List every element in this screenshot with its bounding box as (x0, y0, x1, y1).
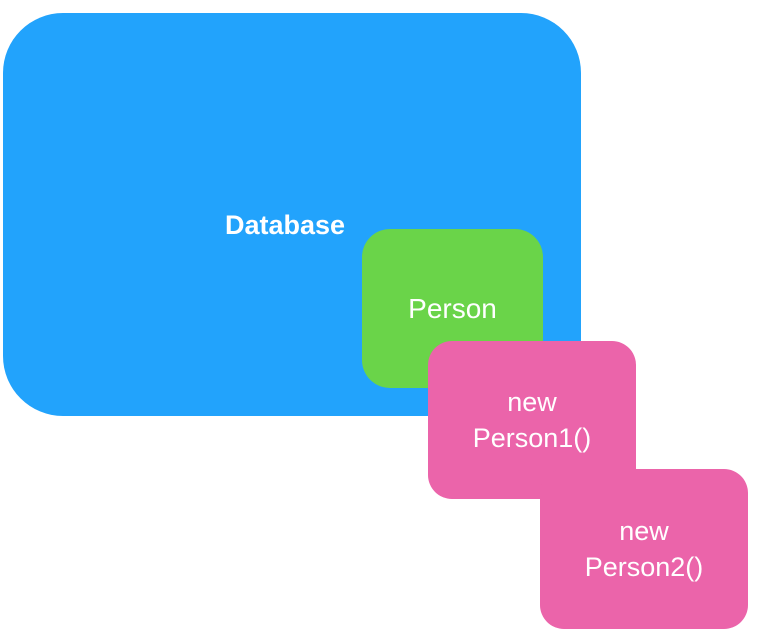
person-label: Person (408, 292, 497, 324)
person2-instance-box: new Person2() (540, 469, 748, 629)
person1-instance-constructor: Person1() (472, 423, 592, 453)
database-label: Database (225, 210, 346, 240)
person2-instance-keyword: new (619, 516, 669, 546)
person2-instance-constructor: Person2() (584, 552, 704, 582)
person1-instance-keyword: new (507, 387, 557, 417)
database-container: Database (3, 13, 581, 416)
